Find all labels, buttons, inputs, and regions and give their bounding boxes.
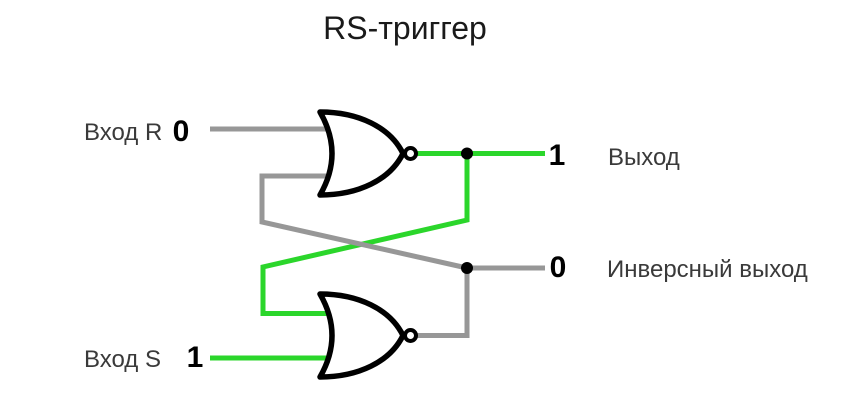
input-s-label: Вход S [84,346,161,373]
nor-gate-bottom [317,291,406,380]
feedback-q-wire [260,153,470,316]
output-qinv-value: 0 [550,251,567,284]
output-qinv-label: Инверсный выход [607,256,808,283]
output-q-label: Выход [608,144,680,171]
input-s-value: 1 [187,341,204,374]
diagram-title: RS-триггер [323,10,487,46]
feedback-qinv-wire [259,173,468,271]
inversion-bubble-top-icon [403,146,418,161]
output-q-value: 1 [549,139,566,172]
junction-dot-q [461,147,473,160]
nor-gate-top [317,109,406,198]
input-r-value: 0 [173,115,190,148]
inversion-bubble-bottom-icon [403,328,418,343]
input-r-label: Вход R [84,119,162,146]
junction-dot-qinv [461,262,473,274]
output-qinv-wire [416,265,545,338]
